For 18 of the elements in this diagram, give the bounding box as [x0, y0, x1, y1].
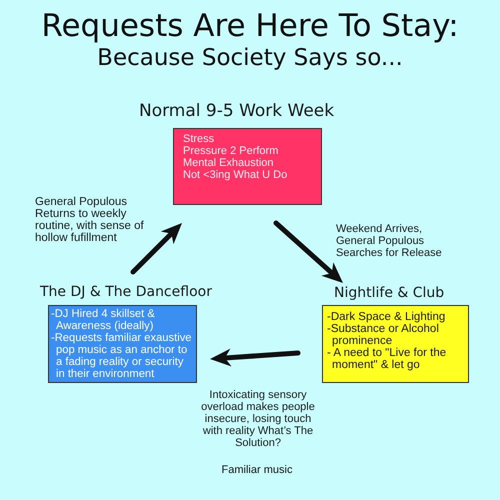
arrow: [130, 220, 184, 274]
note-text: Stress: [183, 133, 216, 145]
diagram-title: Requests Are Here To Stay:: [41, 9, 459, 43]
note-text: -Requests familiar exaustive pop music as an anchor to a fading reality or security in their environment: [51, 332, 193, 380]
stage-heading: The DJ & The Dancefloor: [40, 284, 212, 301]
stage-heading: Normal 9-5 Work Week: [139, 101, 334, 121]
arrow: [274, 220, 346, 286]
stage-heading: Nightlife & Club: [334, 285, 444, 302]
note-text: - A need to "Live for the moment" & let go: [327, 347, 448, 371]
note-text: -DJ Hired 4 skillset & Awareness (ideally): [51, 308, 156, 332]
note-text: Pressure 2 Perform: [183, 145, 280, 157]
diagram-subtitle: Because Society Says so...: [97, 45, 403, 71]
note-text: Mental Exhaustion: [183, 157, 274, 169]
note-text: -Dark Space & Lighting: [327, 311, 446, 323]
note-text: Not <3ing What U Do: [183, 169, 288, 181]
arrow: [208, 348, 300, 367]
note-text: -Substance or Alcohol prominence: [327, 323, 440, 347]
annotation-text: Familiar music: [222, 464, 292, 477]
